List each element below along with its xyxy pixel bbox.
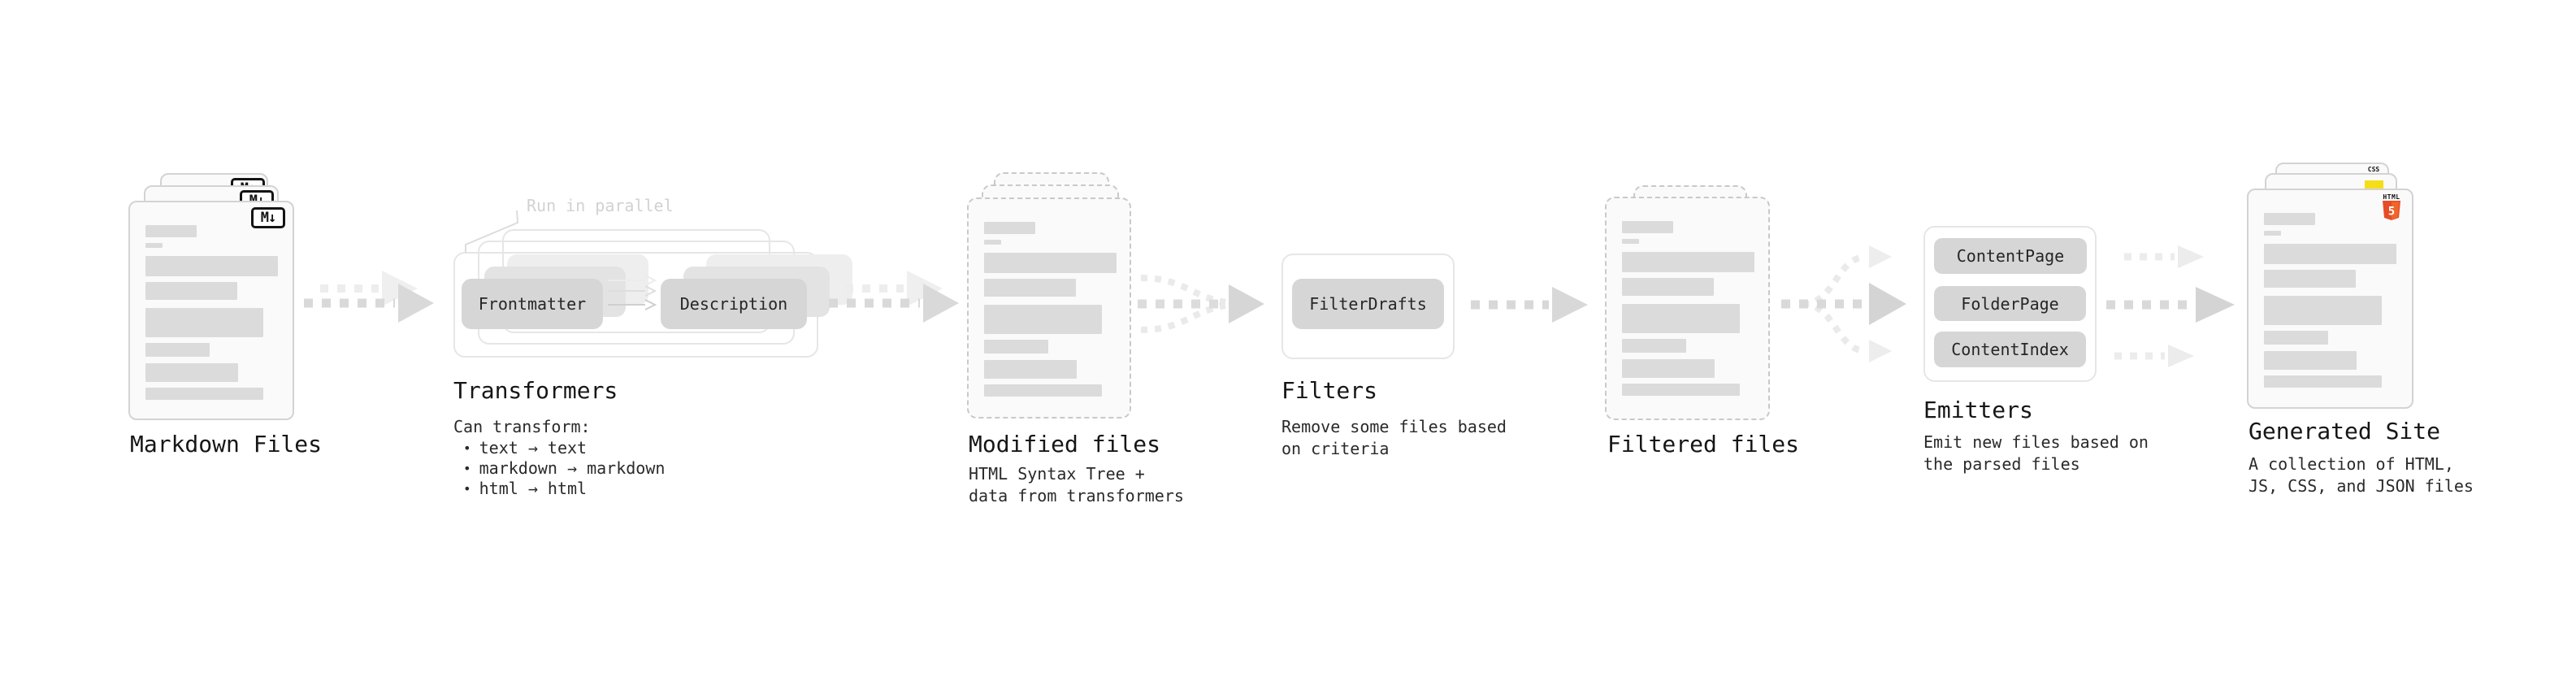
- node-contentpage: ContentPage: [1934, 238, 2087, 274]
- stage-title-markdown-files: Markdown Files: [130, 431, 323, 458]
- filtered-files-stack: [1605, 185, 1770, 420]
- doc-line-placeholder: [984, 240, 1001, 245]
- diverge-arrow-filtered-to-emitters: [1781, 245, 1906, 362]
- doc-line-placeholder: [1622, 359, 1715, 378]
- doc-line-placeholder: [984, 305, 1102, 334]
- doc-line-placeholder: [2264, 331, 2328, 345]
- doc-line-placeholder: [984, 253, 1117, 273]
- mini-arrow: [608, 275, 657, 286]
- node-description: Description: [661, 279, 807, 329]
- generated-site-subtitle: A collection of HTML, JS, CSS, and JSON …: [2249, 454, 2474, 496]
- bullet-item: •text → text: [463, 438, 588, 458]
- doc-line-placeholder: [1622, 239, 1639, 244]
- doc-line-placeholder: [2264, 244, 2396, 264]
- filtered-file-card-front: [1605, 197, 1770, 420]
- mini-arrow: [608, 299, 657, 310]
- doc-line-placeholder: [1622, 278, 1714, 296]
- markdown-icon: M↓: [251, 207, 285, 228]
- transformers-bullet-list: •text → text •markdown → markdown •html …: [453, 438, 665, 499]
- filters-subtitle: Remove some files based on criteria: [1281, 417, 1507, 458]
- site-file-card-html: HTML 5: [2247, 189, 2413, 409]
- doc-line-placeholder: [1622, 304, 1740, 333]
- doc-line-placeholder: [145, 225, 197, 237]
- modified-files-subtitle: HTML Syntax Tree + data from transformer…: [969, 464, 1184, 505]
- stage-title-modified-files: Modified files: [969, 431, 1161, 458]
- svg-text:5: 5: [2388, 206, 2395, 219]
- converge-arrow-modified-to-filters: [1138, 275, 1264, 333]
- doc-line-placeholder: [984, 279, 1076, 297]
- doc-content-placeholder: [130, 202, 293, 419]
- flow-arrow-emitter-top: [2124, 245, 2204, 268]
- flow-arrow-emitter-middle: [2106, 287, 2235, 323]
- doc-line-placeholder: [2264, 296, 2382, 325]
- flow-arrow-filters-to-filtered: [1471, 287, 1588, 323]
- node-frontmatter: Frontmatter: [462, 279, 603, 329]
- stage-title-filters: Filters: [1281, 377, 1378, 404]
- callout-line: [465, 210, 519, 253]
- doc-line-placeholder: [145, 256, 278, 276]
- doc-line-placeholder: [145, 243, 163, 248]
- run-in-parallel-note: Run in parallel: [527, 196, 674, 215]
- generated-site-stack: CSS HTML 5: [2247, 163, 2413, 409]
- doc-content-placeholder: [1607, 198, 1768, 419]
- node-filterdrafts: FilterDrafts: [1292, 279, 1444, 329]
- doc-line-placeholder: [984, 340, 1048, 354]
- bullet-item: •markdown → markdown: [463, 458, 666, 478]
- bullet-icon: •: [463, 461, 471, 476]
- doc-line-placeholder: [145, 343, 210, 357]
- doc-line-placeholder: [984, 222, 1035, 234]
- doc-line-placeholder: [145, 308, 263, 337]
- node-folderpage: FolderPage: [1934, 286, 2086, 321]
- doc-line-placeholder: [1622, 339, 1686, 353]
- javascript-icon: [2365, 180, 2383, 191]
- stage-title-generated-site: Generated Site: [2249, 418, 2441, 445]
- bullet-icon: •: [463, 481, 471, 497]
- doc-line-placeholder: [2264, 351, 2357, 370]
- stage-title-filtered-files: Filtered files: [1607, 431, 1800, 458]
- bullet-icon: •: [463, 440, 471, 456]
- stage-title-transformers: Transformers: [453, 377, 618, 404]
- doc-line-placeholder: [2264, 375, 2382, 388]
- doc-line-placeholder: [145, 282, 237, 300]
- markdown-file-card-front: M↓: [128, 201, 294, 420]
- doc-line-placeholder: [2264, 213, 2315, 225]
- doc-line-placeholder: [1622, 252, 1754, 272]
- flow-arrow-markdown-to-transformers: [304, 271, 434, 323]
- node-contentindex: ContentIndex: [1934, 332, 2086, 367]
- emitters-subtitle: Emit new files based on the parsed files: [1923, 432, 2149, 474]
- doc-content-placeholder: [969, 199, 1130, 417]
- doc-line-placeholder: [2264, 231, 2281, 236]
- modified-file-card-front: [967, 197, 1131, 419]
- markdown-files-stack: M↓ M↓ M↓: [128, 173, 294, 420]
- flow-arrow-transformers-to-modified: [829, 271, 959, 323]
- doc-line-placeholder: [145, 363, 238, 382]
- bullet-item: •html → html: [463, 479, 588, 498]
- doc-line-placeholder: [984, 360, 1077, 379]
- mini-arrow: [608, 285, 657, 297]
- doc-content-placeholder: [2249, 190, 2412, 407]
- doc-line-placeholder: [984, 384, 1102, 397]
- doc-line-placeholder: [1622, 384, 1740, 396]
- flow-arrow-emitter-bottom: [2114, 345, 2194, 367]
- transformers-intro: Can transform:: [453, 417, 591, 436]
- doc-line-placeholder: [1622, 221, 1673, 233]
- html5-icon: HTML 5: [2380, 193, 2403, 223]
- doc-line-placeholder: [2264, 270, 2356, 288]
- doc-line-placeholder: [145, 388, 263, 400]
- stage-title-emitters: Emitters: [1923, 397, 2033, 423]
- modified-files-stack: [967, 172, 1131, 419]
